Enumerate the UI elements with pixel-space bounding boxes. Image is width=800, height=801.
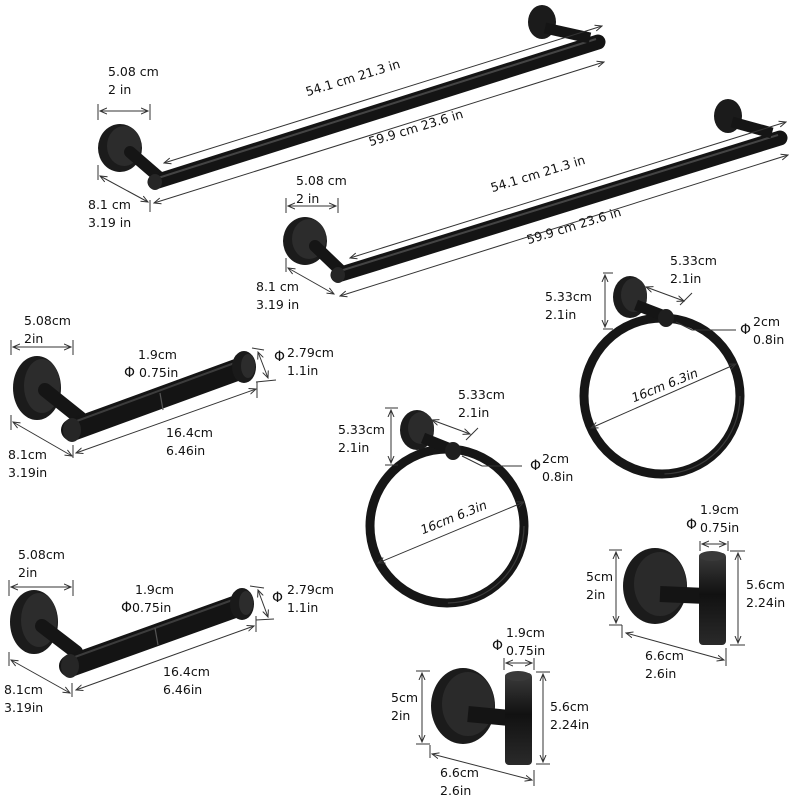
hook1-depth-in: 2.6in (645, 666, 677, 681)
ph2-cap-phi: Φ (272, 590, 284, 606)
ph2-rod-length-in: 6.46in (163, 682, 203, 697)
ring2-arm-length-in: 2.1in (458, 405, 490, 420)
ph2-projection-cm: 8.1cm (4, 682, 43, 697)
ph1-rod-diameter-in: Φ 0.75in (124, 365, 179, 381)
ring2-base-height-in: 2.1in (338, 440, 370, 455)
hook1-depth-cm: 6.6cm (645, 648, 684, 663)
ring2-tube-diameter-in: 0.8in (542, 469, 574, 484)
ph1-base-width-in: 2in (24, 331, 44, 346)
ph2-rod-diameter-cm: 1.9cm (135, 582, 174, 597)
hook1-post-phi: Φ (686, 517, 698, 533)
towel-ring-2 (365, 407, 529, 608)
towel-ring-1 (579, 272, 745, 479)
ring2-tube-phi: Φ (530, 458, 542, 474)
paper-holder-2 (8, 580, 275, 697)
robe-hook-1 (609, 541, 745, 666)
bar2-projection-cm: 8.1 cm (256, 279, 299, 294)
hook2-base-height-cm: 5cm (391, 690, 419, 705)
ph1-cap-diameter-in: 1.1in (287, 363, 319, 378)
hook2-post-diameter-cm: 1.9cm (506, 625, 545, 640)
ring2-arm-length-cm: 5.33cm (458, 387, 505, 402)
hook1-base-height-cm: 5cm (586, 569, 614, 584)
hook1-post-diameter-in: 0.75in (700, 520, 740, 535)
bar1-projection-in: 3.19 in (88, 215, 132, 230)
hook2-post-diameter-in: 0.75in (506, 643, 546, 658)
hook2-post-height-in: 2.24in (550, 717, 590, 732)
ph2-base-width-cm: 5.08cm (18, 547, 65, 562)
hook1-post-height-cm: 5.6cm (746, 577, 785, 592)
paper-holder-1 (10, 340, 277, 458)
ph1-rod-length-in: 6.46in (166, 443, 206, 458)
ph2-cap-diameter-cm: 2.79cm (287, 582, 334, 597)
ph1-projection-cm: 8.1cm (8, 447, 47, 462)
bar2-base-width-in: 2 in (296, 191, 320, 206)
ring1-tube-diameter-cm: 2cm (753, 314, 781, 329)
ring1-tube-diameter-in: 0.8in (753, 332, 785, 347)
ring1-arm-length-in: 2.1in (670, 271, 702, 286)
robe-hook-2 (416, 658, 550, 786)
hook2-depth-in: 2.6in (440, 783, 472, 798)
bar1-base-width-in: 2 in (108, 82, 132, 97)
hook1-post-height-in: 2.24in (746, 595, 786, 610)
hook1-base-height-in: 2in (586, 587, 606, 602)
hook2-depth-cm: 6.6cm (440, 765, 479, 780)
bar2-projection-in: 3.19 in (256, 297, 300, 312)
bar1-base-width-cm: 5.08 cm (108, 64, 159, 79)
diameter-symbol: Φ (121, 600, 133, 616)
ph1-cap-diameter-cm: 2.79cm (287, 345, 334, 360)
ph1-rod-diameter-cm: 1.9cm (138, 347, 177, 362)
hook2-post-phi: Φ (492, 638, 504, 654)
ph2-cap-diameter-in: 1.1in (287, 600, 319, 615)
ring1-arm-length-cm: 5.33cm (670, 253, 717, 268)
ph2-projection-in: 3.19in (4, 700, 44, 715)
ph1-rod-length-cm: 16.4cm (166, 425, 213, 440)
bar1-projection-cm: 8.1 cm (88, 197, 131, 212)
ring2-base-height-cm: 5.33cm (338, 422, 385, 437)
ring1-base-height-cm: 5.33cm (545, 289, 592, 304)
hook2-base-height-in: 2in (391, 708, 411, 723)
ph1-base-width-cm: 5.08cm (24, 313, 71, 328)
hook2-post-height-cm: 5.6cm (550, 699, 589, 714)
ph2-base-width-in: 2in (18, 565, 38, 580)
diameter-symbol: Φ (124, 365, 136, 381)
towel-bar-2 (283, 99, 788, 296)
ring1-base-height-in: 2.1in (545, 307, 577, 322)
ring2-tube-diameter-cm: 2cm (542, 451, 570, 466)
ph2-rod-length-cm: 16.4cm (163, 664, 210, 679)
bar2-base-width-cm: 5.08 cm (296, 173, 347, 188)
ring1-tube-phi: Φ (740, 322, 752, 338)
ph1-projection-in: 3.19in (8, 465, 48, 480)
ph1-cap-phi: Φ (274, 349, 286, 365)
ph2-rod-diameter-in: Φ0.75in (121, 600, 172, 616)
hook1-post-diameter-cm: 1.9cm (700, 502, 739, 517)
